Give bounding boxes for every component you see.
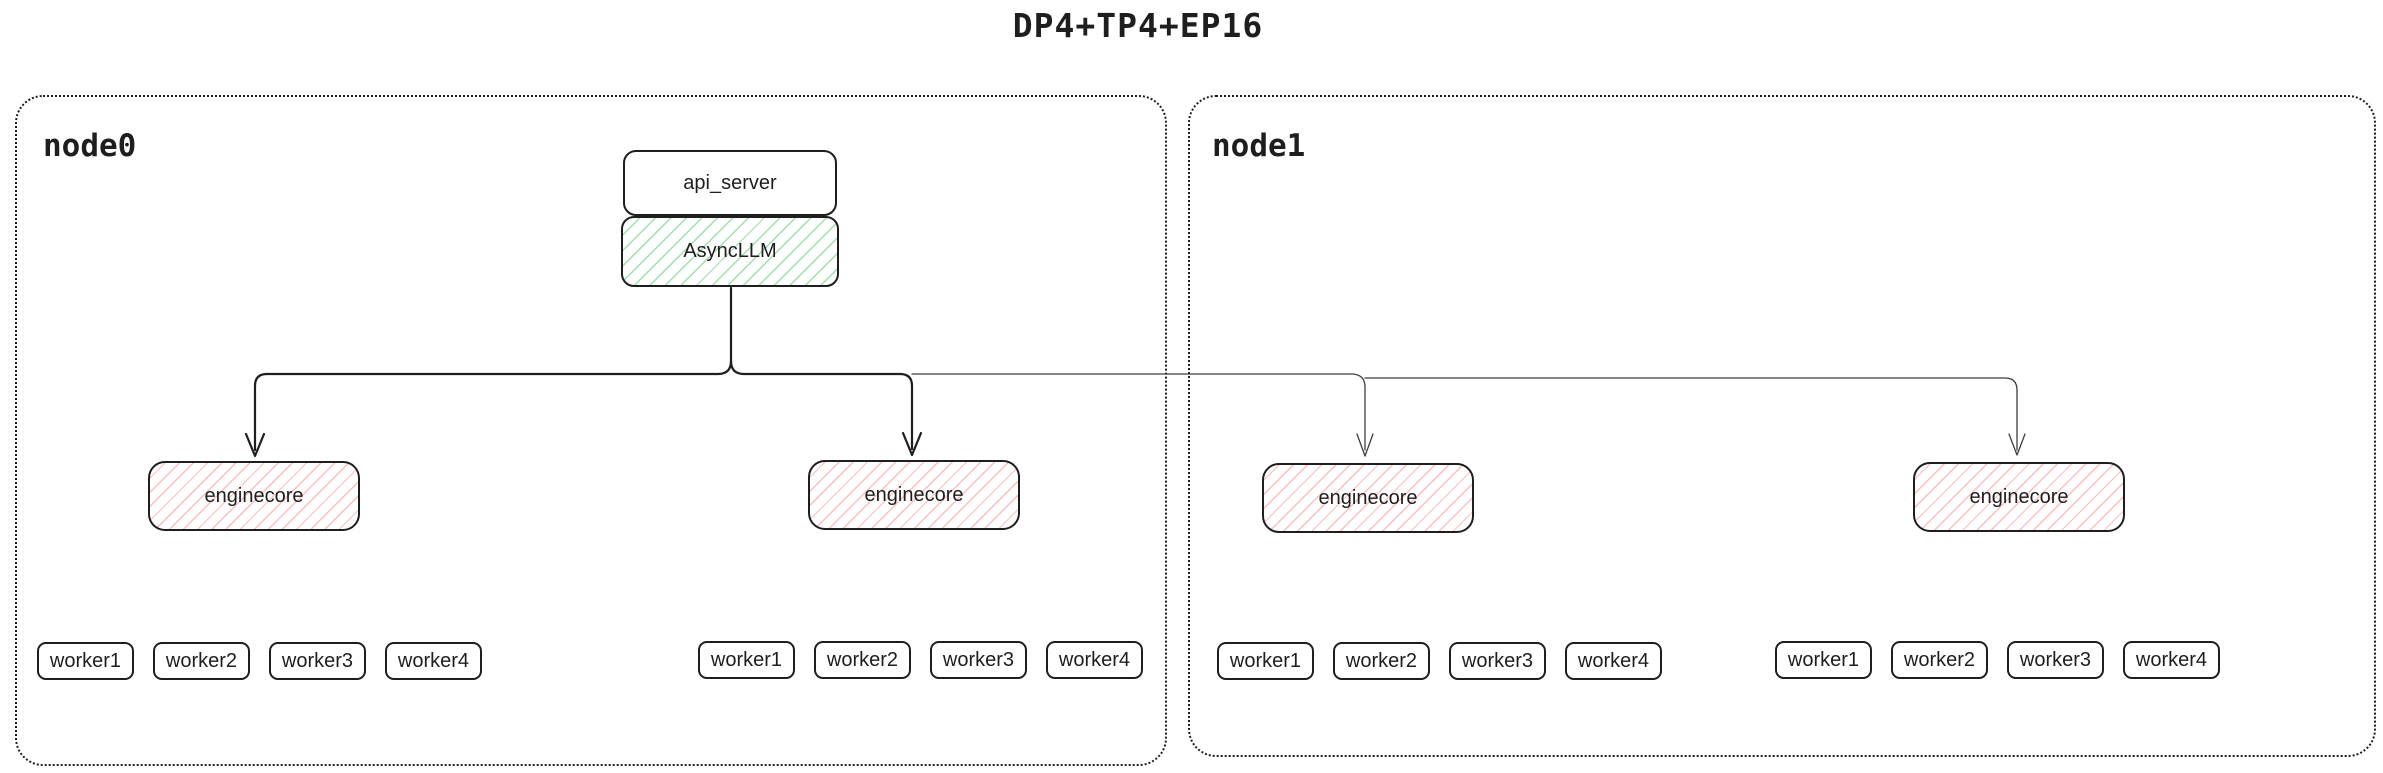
worker-box: worker1 bbox=[1217, 642, 1314, 680]
node0-enginecore-2-workers: worker1 worker2 worker3 worker4 bbox=[698, 641, 1143, 679]
worker-box: worker1 bbox=[1775, 641, 1872, 679]
worker-label: worker2 bbox=[165, 649, 238, 672]
worker-box: worker3 bbox=[930, 641, 1027, 679]
worker-box: worker3 bbox=[2007, 641, 2104, 679]
asyncllm-label: AsyncLLM bbox=[683, 240, 777, 262]
worker-label: worker3 bbox=[2019, 648, 2092, 671]
node0-label: node0 bbox=[43, 128, 137, 164]
worker-label: worker1 bbox=[1787, 648, 1860, 671]
worker-label: worker2 bbox=[1345, 649, 1418, 672]
api-server-box: api_server bbox=[623, 150, 837, 216]
worker-box: worker1 bbox=[698, 641, 795, 679]
worker-box: worker2 bbox=[1891, 641, 1988, 679]
worker-box: worker3 bbox=[269, 642, 366, 680]
enginecore-label: enginecore bbox=[864, 483, 964, 506]
worker-label: worker2 bbox=[826, 648, 899, 671]
diagram-title: DP4+TP4+EP16 bbox=[1012, 6, 1264, 45]
worker-label: worker3 bbox=[1461, 649, 1534, 672]
worker-label: worker1 bbox=[1229, 649, 1302, 672]
worker-box: worker2 bbox=[153, 642, 250, 680]
node0-enginecore-1-box: enginecore bbox=[148, 461, 360, 531]
node1-enginecore-2-workers: worker1 worker2 worker3 worker4 bbox=[1775, 641, 2220, 679]
worker-label: worker4 bbox=[1058, 648, 1131, 671]
node1-enginecore-1-workers: worker1 worker2 worker3 worker4 bbox=[1217, 642, 1662, 680]
worker-label: worker1 bbox=[49, 649, 122, 672]
worker-box: worker4 bbox=[1565, 642, 1662, 680]
api-server-label: api_server bbox=[683, 171, 777, 194]
worker-box: worker3 bbox=[1449, 642, 1546, 680]
worker-box: worker2 bbox=[1333, 642, 1430, 680]
enginecore-label: enginecore bbox=[204, 484, 304, 507]
worker-label: worker4 bbox=[2135, 648, 2208, 671]
worker-box: worker4 bbox=[1046, 641, 1143, 679]
asyncllm-box: AsyncLLM bbox=[621, 216, 839, 287]
node0-enginecore-1-workers: worker1 worker2 worker3 worker4 bbox=[37, 642, 482, 680]
worker-label: worker4 bbox=[1577, 649, 1650, 672]
worker-box: worker4 bbox=[2123, 641, 2220, 679]
worker-box: worker2 bbox=[814, 641, 911, 679]
worker-label: worker3 bbox=[281, 649, 354, 672]
worker-box: worker4 bbox=[385, 642, 482, 680]
worker-box: worker1 bbox=[37, 642, 134, 680]
worker-label: worker3 bbox=[942, 648, 1015, 671]
worker-label: worker2 bbox=[1903, 648, 1976, 671]
node1-enginecore-2-box: enginecore bbox=[1913, 462, 2125, 532]
worker-label: worker1 bbox=[710, 648, 783, 671]
node0-enginecore-2-box: enginecore bbox=[808, 460, 1020, 530]
enginecore-label: enginecore bbox=[1318, 486, 1418, 509]
node1-enginecore-1-box: enginecore bbox=[1262, 463, 1474, 533]
enginecore-label: enginecore bbox=[1969, 485, 2069, 508]
worker-label: worker4 bbox=[397, 649, 470, 672]
node1-label: node1 bbox=[1212, 128, 1306, 164]
